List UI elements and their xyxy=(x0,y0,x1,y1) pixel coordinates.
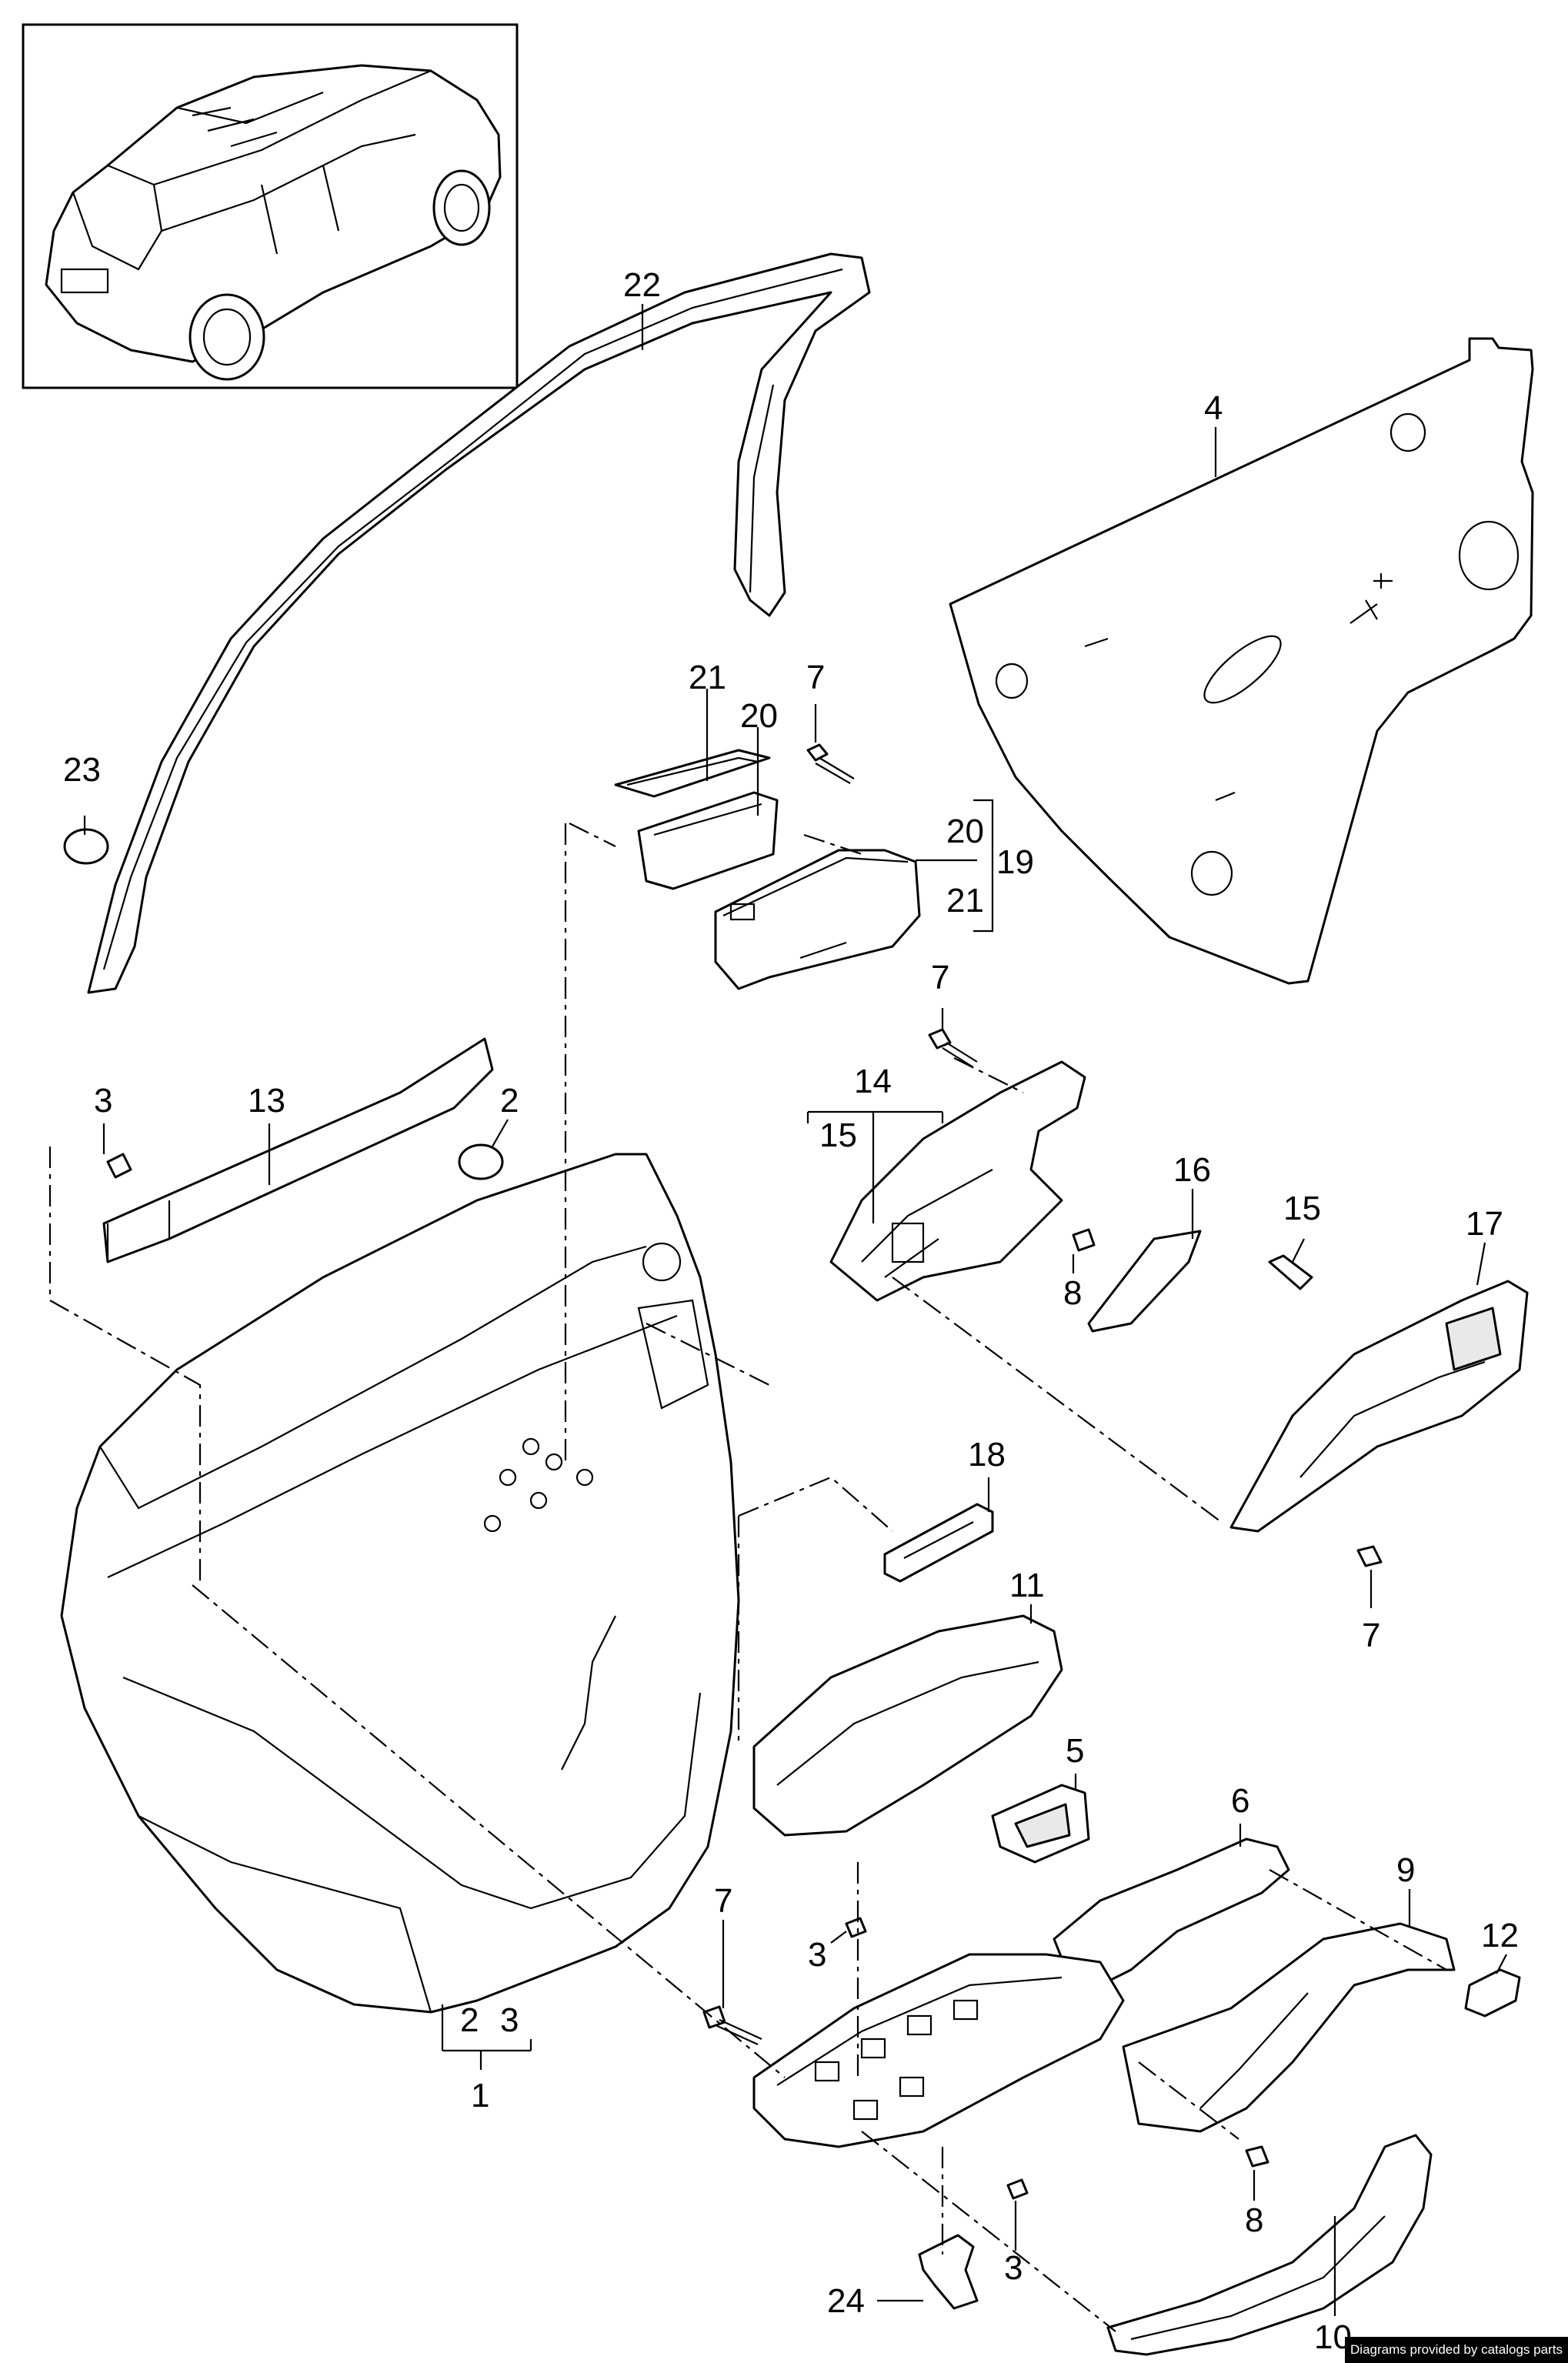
callout-8-bottom: 8 xyxy=(1245,2201,1263,2239)
callout-16: 16 xyxy=(1173,1151,1211,1189)
callout-7-lower: 7 xyxy=(714,1882,732,1920)
part-19-storage-compartment xyxy=(714,849,921,990)
part-3-clip-lower xyxy=(1006,2178,1029,2200)
part-3-clip-middle xyxy=(845,1917,867,1938)
part-13-upper-trim xyxy=(102,1037,494,1263)
part-11-armrest-pad xyxy=(752,1614,1063,1837)
callout-3-mid: 3 xyxy=(808,1936,826,1974)
callout-20-top: 20 xyxy=(740,697,778,735)
part-7-screw-lower-right xyxy=(1356,1545,1383,1567)
part-16-cover xyxy=(1087,1230,1202,1333)
callout-7-right: 7 xyxy=(1362,1617,1380,1654)
callout-6: 6 xyxy=(1231,1782,1249,1820)
part-4-insulation-panel xyxy=(949,337,1534,985)
callout-20-bracket: 20 xyxy=(946,813,984,850)
part-14-door-handle-bracket xyxy=(829,1060,1086,1302)
callout-2-bottom: 2 xyxy=(460,2001,479,2039)
callout-3-top: 3 xyxy=(94,1082,112,1120)
callout-9: 9 xyxy=(1396,1851,1415,1889)
callout-1: 1 xyxy=(471,2077,489,2114)
part-1-door-panel xyxy=(60,1153,740,2014)
callout-18: 18 xyxy=(968,1436,1006,1474)
part-10-lower-trim xyxy=(1106,2134,1433,2356)
callout-19: 19 xyxy=(996,843,1034,881)
part-20-tray xyxy=(637,791,779,890)
part-17-handle-bezel xyxy=(1229,1280,1529,1533)
callout-13: 13 xyxy=(248,1082,285,1120)
callout-7-top: 7 xyxy=(806,659,825,696)
vehicle-inset xyxy=(22,23,519,389)
vehicle-illustration xyxy=(45,64,502,381)
callout-21-bracket: 21 xyxy=(946,882,984,920)
part-7-screw-middle xyxy=(928,1028,978,1068)
callout-15-left: 15 xyxy=(819,1116,857,1154)
callout-7-mid: 7 xyxy=(931,959,949,996)
leader-lines xyxy=(83,304,1507,2316)
carrier-clips xyxy=(814,1999,979,2121)
part-5-switch-bezel xyxy=(991,1784,1090,1864)
callout-14: 14 xyxy=(854,1063,892,1100)
callout-15-right: 15 xyxy=(1283,1190,1321,1227)
part-3-clip-left xyxy=(106,1153,132,1179)
part-18-emblem xyxy=(883,1503,994,1583)
part-7-screw-upper xyxy=(806,743,855,784)
part-23-plug xyxy=(63,828,109,865)
part-7-screw-lower-left xyxy=(702,2005,762,2046)
part-8-screw-upper xyxy=(1072,1228,1096,1252)
credit-banner: Diagrams provided by catalogs parts xyxy=(1345,2337,1568,2363)
part-15-pin xyxy=(1268,1254,1313,1290)
callout-21-top: 21 xyxy=(689,659,726,696)
part-12-end-cap xyxy=(1464,1968,1521,2018)
callout-5: 5 xyxy=(1066,1732,1084,1770)
callout-24: 24 xyxy=(827,2282,865,2320)
callout-11: 11 xyxy=(1009,1567,1045,1604)
callout-8-top: 8 xyxy=(1063,1274,1082,1312)
callout-2-top: 2 xyxy=(500,1082,519,1120)
assembly-dash-lines xyxy=(48,823,1447,2332)
callout-3-bottom-bracket: 3 xyxy=(500,2001,519,2039)
door-panel-holes xyxy=(483,1437,594,1533)
callout-22: 22 xyxy=(623,266,661,304)
part-8-screw-lower xyxy=(1245,2145,1269,2168)
part-9-pull-handle xyxy=(1122,1922,1456,2133)
callout-labels: 22 4 21 20 7 23 20 19 21 7 14 3 13 2 15 … xyxy=(63,266,1519,2356)
part-24-bracket xyxy=(918,2234,979,2310)
part-21-mat xyxy=(614,749,771,798)
callout-12: 12 xyxy=(1481,1917,1519,1954)
callout-23: 23 xyxy=(63,751,101,789)
armrest-carrier xyxy=(752,1953,1125,2148)
callout-4: 4 xyxy=(1204,389,1223,427)
callout-3-bottom: 3 xyxy=(1004,2249,1023,2287)
part-2-plug-top xyxy=(458,1143,504,1180)
part-22-window-seal xyxy=(87,252,871,994)
callout-17: 17 xyxy=(1466,1205,1503,1243)
